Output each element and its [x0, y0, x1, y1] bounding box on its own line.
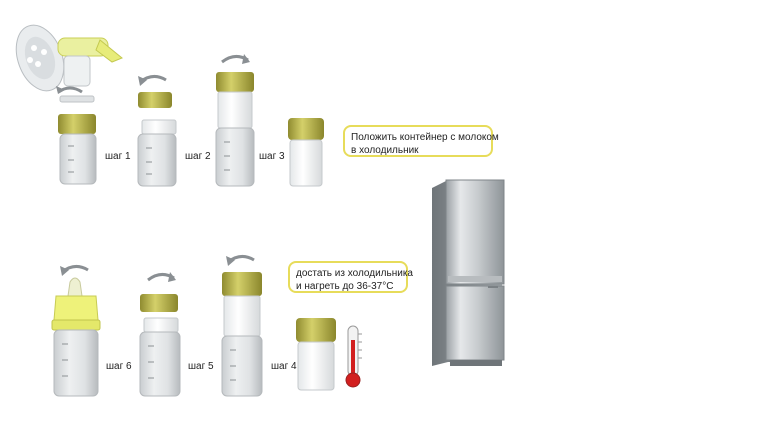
thermometer-icon: [345, 325, 362, 388]
callout-store: Положить контейнер с молоком в холодильн…: [343, 125, 499, 157]
breast-pump-icon: [15, 24, 123, 92]
step-label-5: шаг 5: [188, 361, 214, 372]
step-label-6: шаг 6: [106, 361, 132, 372]
callout-store-line1: Положить контейнер с молоком: [351, 132, 499, 143]
storage-container-icon: [215, 72, 255, 187]
refrigerator-icon: [432, 179, 505, 366]
step-label-1: шаг 1: [105, 151, 131, 162]
bottle-icon: [137, 92, 177, 187]
bottle-icon: [58, 95, 97, 185]
callout-store-line2: в холодильник: [351, 145, 419, 156]
rotate-arrow-icon: [226, 255, 255, 266]
rotate-arrow-icon: [60, 265, 89, 276]
storage-container-icon: [288, 118, 324, 187]
step-label-4: шаг 4: [271, 361, 297, 372]
callout-warm-line1: достать из холодильника: [296, 268, 413, 279]
storage-container-icon: [296, 318, 336, 391]
rotate-arrow-icon: [221, 54, 250, 64]
rotate-arrow-icon: [56, 86, 83, 94]
step-label-3: шаг 3: [259, 151, 285, 162]
bottle-icon: [51, 277, 101, 397]
bottle-icon: [139, 294, 181, 397]
rotate-arrow-icon: [138, 75, 167, 86]
callout-warm: достать из холодильника и нагреть до 36-…: [288, 261, 413, 293]
step-label-2: шаг 2: [185, 151, 211, 162]
rotate-arrow-icon: [147, 272, 176, 282]
callout-warm-line2: и нагреть до 36-37°C: [296, 281, 394, 292]
storage-container-icon: [221, 272, 263, 397]
